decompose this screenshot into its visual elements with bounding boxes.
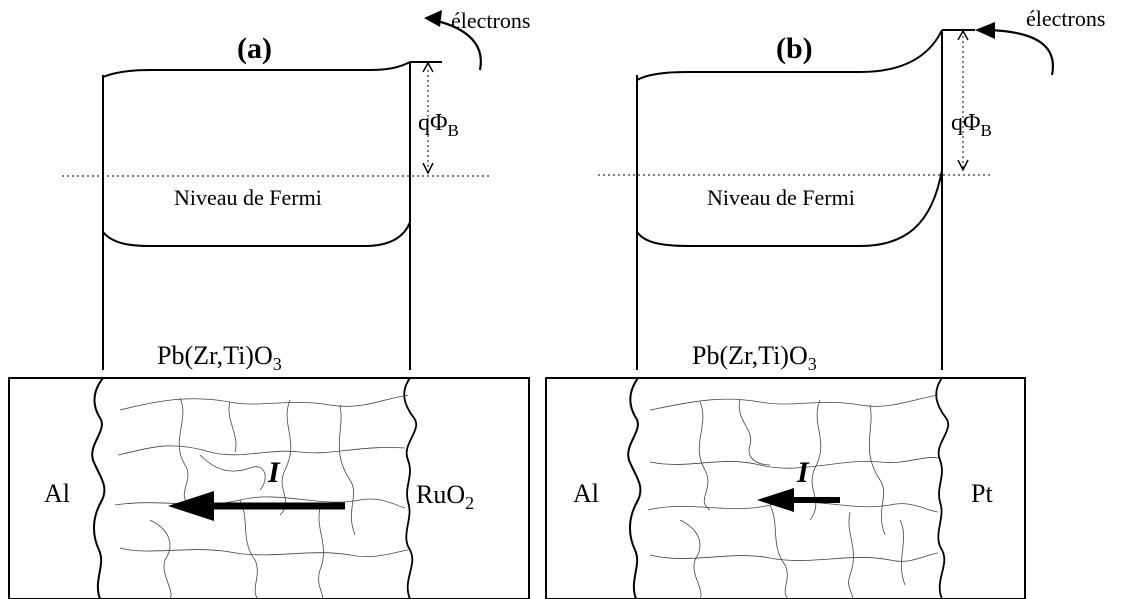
panel-a-right-electrode-main: RuO [416,480,466,509]
panel-a-device [8,377,530,599]
panel-b-right-interface [935,377,949,599]
panel-b-barrier-bottom-head [957,159,969,172]
panel-a-electrons-label: électrons [451,8,531,33]
panel-b-letter: (b) [776,32,813,65]
panel-b-fermi-level-label: Niveau de Fermi [707,185,855,210]
panel-a-left-interface [91,377,106,599]
panel-a-film-label: Pb(Zr,Ti)O3 [157,341,282,375]
panel-a-right-electrode-subscript: 2 [465,493,475,514]
panel-b-left-interface [627,377,642,599]
panel-b-electrons-label: électrons [1026,6,1106,31]
panel-a-band-diagram [62,10,490,370]
panel-a-current-arrow-head [168,491,214,521]
panel-a-barrier-height-label: qΦB [418,111,459,139]
panel-a-grain-boundaries [114,394,409,599]
panel-b-band-diagram [598,22,1055,370]
panel-b-barrier-symbol: qΦ [951,110,981,136]
panel-b-film-prefix: Pb(Zr,Ti)O [692,341,808,370]
panel-a-conduction-band [102,61,411,78]
panel-b-valence-band [636,169,943,247]
panel-b-current-label: I [797,456,809,489]
panel-a-barrier-symbol: qΦ [418,110,448,136]
panel-a-barrier-bottom-head [422,162,434,175]
panel-a-fermi-level-label: Niveau de Fermi [174,185,322,210]
panel-a-device-frame [8,377,530,599]
panel-b-electron-flow-arrow [989,28,1055,76]
panel-a-right-interface [403,377,417,599]
panel-b-electron-arrow-head [975,22,995,39]
panel-a-barrier-top-head [422,61,434,73]
panel-b-conduction-band [636,29,943,81]
panel-b-right-electrode-label: Pt [971,481,993,511]
panel-a-left-electrode-label: Al [44,479,70,508]
panel-a-electron-arrow-head [424,10,442,27]
panel-a-right-electrode-label: RuO2 [416,480,475,514]
panel-b-barrier-height-label: qΦB [951,111,992,139]
panel-b-grain-boundaries [647,394,939,599]
panel-b-current-arrow-head [757,488,794,512]
panel-a-current-label: I [268,456,280,489]
panel-b-film-label: Pb(Zr,Ti)O3 [692,341,817,375]
panel-b-device [545,377,1026,599]
panel-a-film-subscript: 3 [272,354,282,375]
panel-b-barrier-subscript: B [980,120,992,140]
panel-b-device-frame [545,377,1026,599]
panel-a-barrier-subscript: B [447,120,459,140]
panel-b-left-electrode-label: Al [573,479,599,508]
panel-a-valence-band [102,221,411,247]
panel-b-barrier-top-head [957,29,969,41]
panel-b-right-electrode-main: Pt [971,479,993,508]
panel-a-letter: (a) [237,32,272,65]
panel-b-film-subscript: 3 [807,354,817,375]
panel-a-film-prefix: Pb(Zr,Ti)O [157,341,273,370]
